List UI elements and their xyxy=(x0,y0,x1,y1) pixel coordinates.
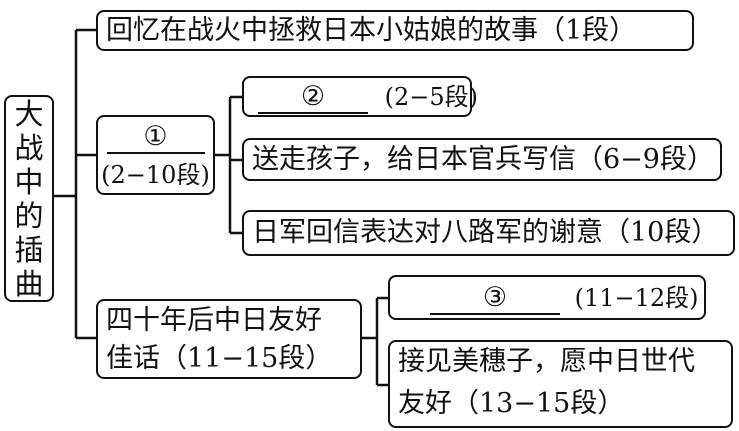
node-memory: 回忆在战火中拯救日本小姑娘的故事（1段） xyxy=(96,10,694,51)
node-blank-2-paragraph: (2−5段) xyxy=(384,83,478,111)
node-meeting: 接见美穗子，愿中日世代 友好（13−15段） xyxy=(388,340,733,428)
node-friendship: 四十年后中日友好 佳话（11−15段） xyxy=(96,299,362,379)
node-meeting-line1: 接见美穗子，愿中日世代 xyxy=(398,346,695,377)
blank-number-3: ③ xyxy=(482,282,508,313)
root-char: 的 xyxy=(14,198,44,233)
node-reply: 日军回信表达对八路军的谢意（10段） xyxy=(242,210,735,256)
node-friendship-line2: 佳话（11−15段） xyxy=(106,343,333,374)
node-blank-3-paragraph: (11−12段) xyxy=(574,284,699,312)
blank-number-2: ② xyxy=(300,81,326,112)
root-char: 中 xyxy=(14,164,44,199)
blank-line-1: ① xyxy=(106,121,205,154)
node-blank-2: ② (2−5段) xyxy=(242,76,478,117)
blank-number-1: ① xyxy=(143,121,168,152)
node-memory-text: 回忆在战火中拯救日本小姑娘的故事（1段） xyxy=(106,15,637,46)
node-friendship-line1: 四十年后中日友好 xyxy=(106,305,322,336)
blank-line-2: ② xyxy=(258,82,368,114)
root-char: 大 xyxy=(14,96,44,131)
blank-line-3: ③ xyxy=(430,283,560,315)
root-char: 插 xyxy=(14,232,44,267)
node-blank-3: ③ (11−12段) xyxy=(388,275,706,320)
root-node: 大 战 中 的 插 曲 xyxy=(4,95,54,302)
root-char: 战 xyxy=(14,130,44,165)
node-reply-text: 日军回信表达对八路军的谢意（10段） xyxy=(252,217,719,248)
node-blank-1: ① (2−10段) xyxy=(96,115,215,195)
root-char: 曲 xyxy=(14,266,44,301)
node-letter-text: 送走孩子，给日本官兵写信（6−9段） xyxy=(252,144,714,175)
node-meeting-line2: 友好（13−15段） xyxy=(398,388,625,419)
node-blank-1-paragraph: (2−10段) xyxy=(101,161,210,189)
node-letter: 送走孩子，给日本官兵写信（6−9段） xyxy=(242,138,722,181)
